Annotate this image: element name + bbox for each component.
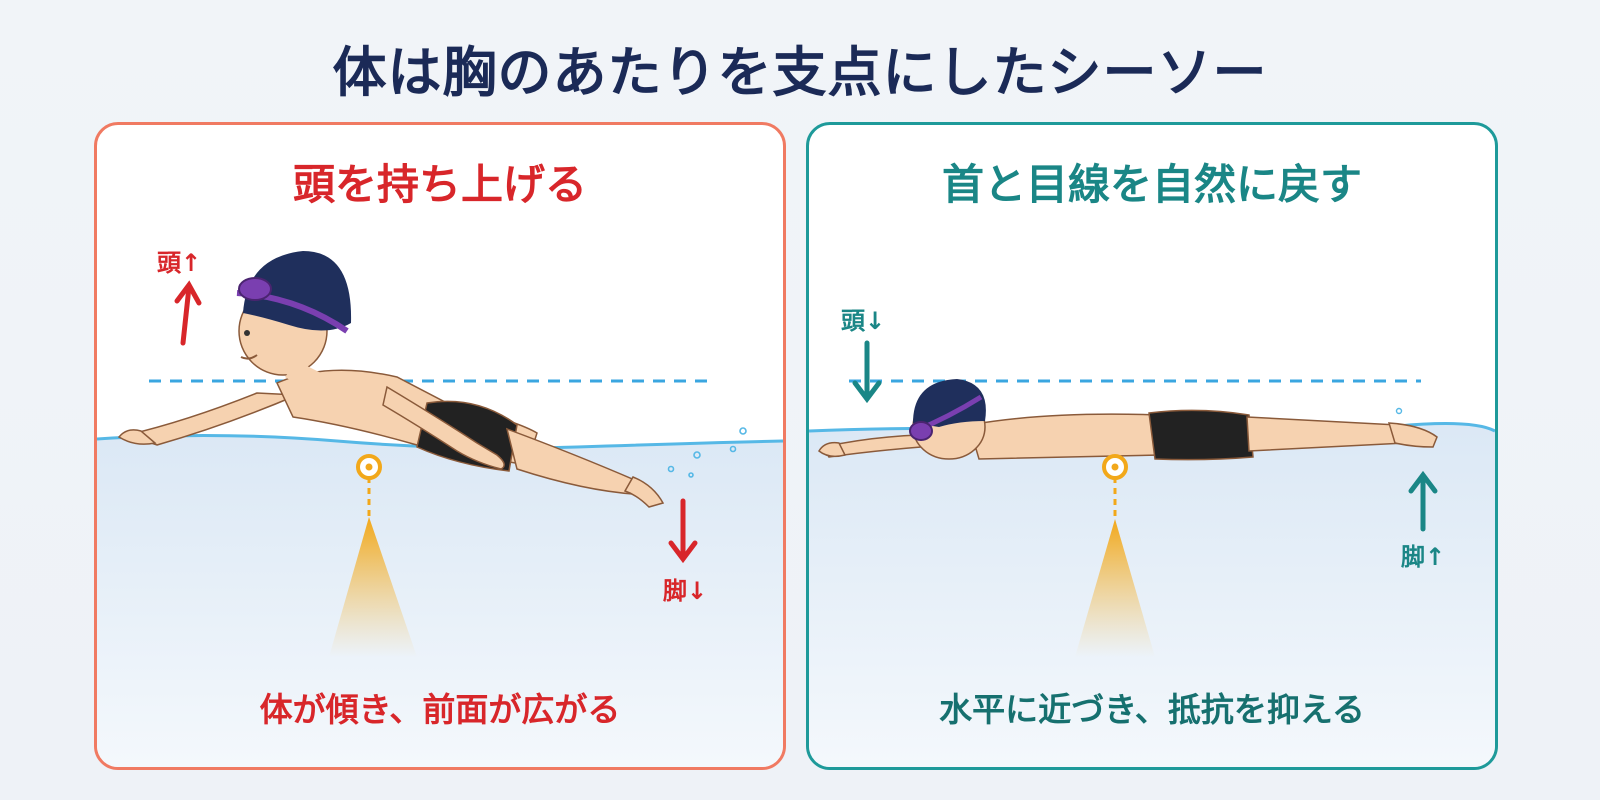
swimmer-figure <box>117 286 665 508</box>
panel-heading: 首と目線を自然に戻す <box>941 160 1362 209</box>
goggle-lens <box>238 277 272 301</box>
panel-caption: 体が傾き、前面が広がる <box>259 690 621 729</box>
arrow-down-icon <box>668 498 698 564</box>
fulcrum-beam <box>1075 519 1155 657</box>
water-body <box>809 423 1495 767</box>
main-title: 体は胸のあたりを支点にしたシーソー <box>332 41 1268 104</box>
arrow-up-icon <box>174 280 202 346</box>
goggle-lens <box>909 421 933 441</box>
head-direction-label: 頭↑ <box>157 249 202 277</box>
arrow-down-icon <box>852 340 882 404</box>
panel-head-raised: 頭を持ち上げる 頭↑ 脚↓ 体が傾き、前面が広がる <box>94 122 786 770</box>
panel-heading: 頭を持ち上げる <box>292 160 587 209</box>
scene-head-neutral <box>809 340 1495 767</box>
water-body <box>97 435 783 767</box>
fulcrum-beam <box>329 517 417 657</box>
swim-cap <box>913 379 986 427</box>
panel-head-neutral: 首と目線を自然に戻す 頭↓ 脚↑ 水平に近づき、抵抗を抑える <box>806 122 1498 770</box>
head-direction-label: 頭↓ <box>841 307 886 335</box>
swim-cap <box>243 251 352 331</box>
scene-head-raised <box>97 251 783 767</box>
bubbles <box>667 427 747 478</box>
feet-direction-label: 脚↓ <box>663 577 708 605</box>
panel-caption: 水平に近づき、抵抗を抑える <box>939 690 1365 729</box>
arrow-up-icon <box>1408 470 1438 532</box>
bubbles <box>1395 407 1403 415</box>
feet-direction-label: 脚↑ <box>1401 543 1446 571</box>
